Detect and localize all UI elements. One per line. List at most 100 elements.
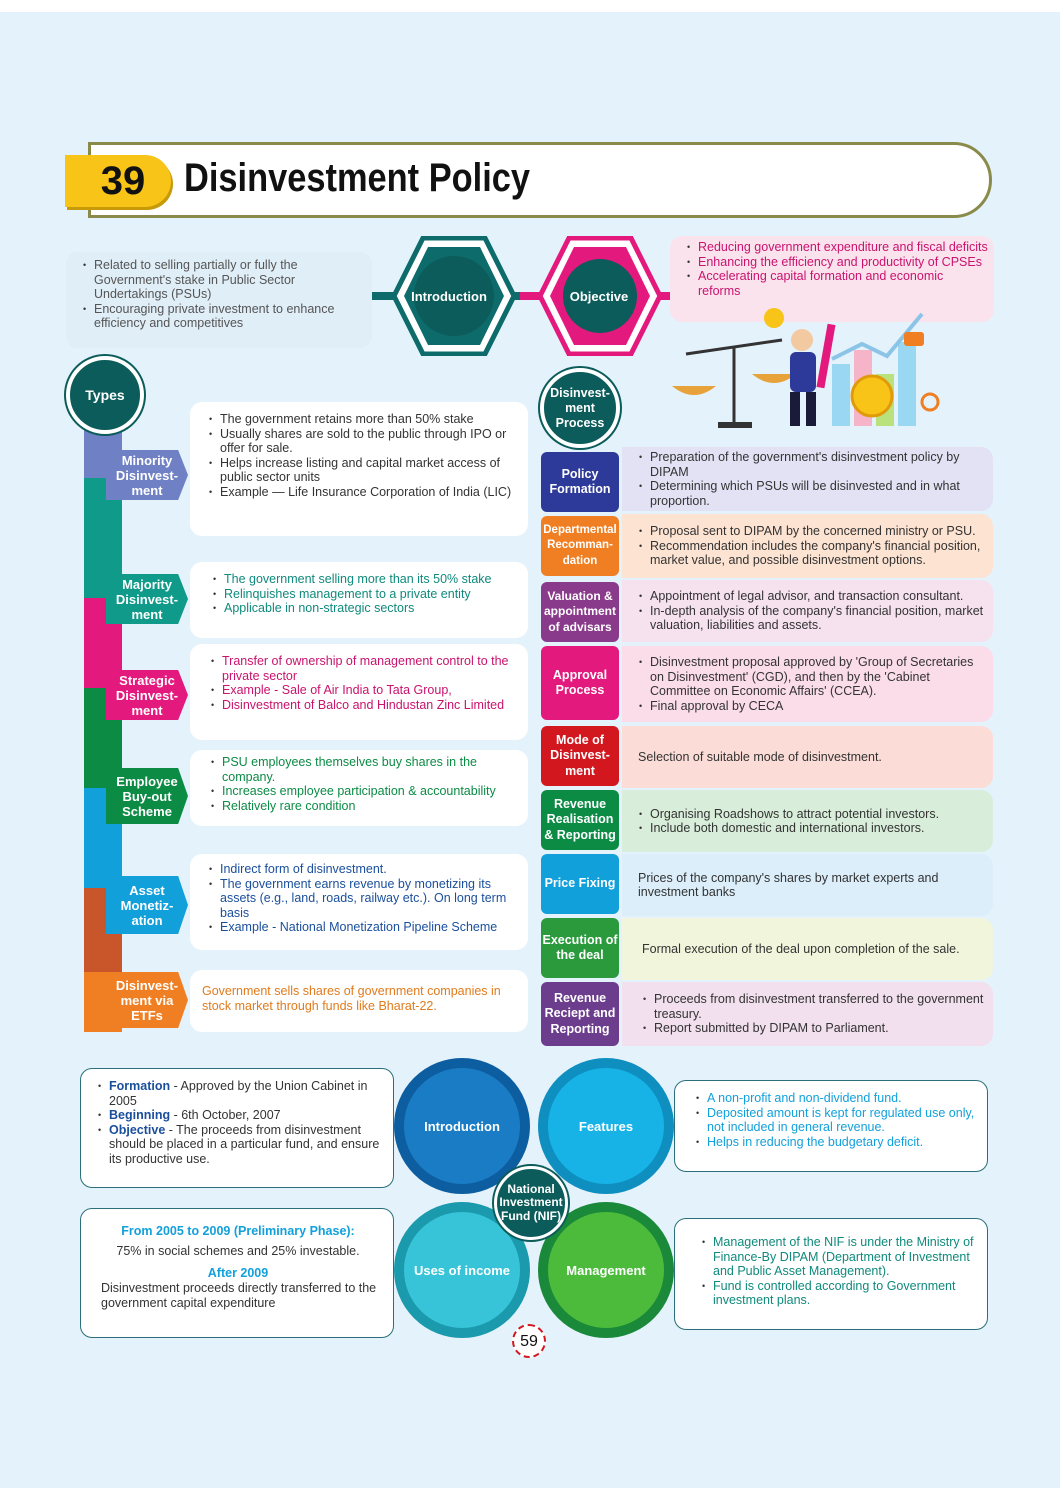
- process-step-revenue-receipt: Revenue Reciept and Reporting: [541, 982, 619, 1046]
- title-banner: [88, 142, 992, 218]
- nif-management-point: Fund is controlled according to Governme…: [702, 1279, 979, 1308]
- process-step-departmental: Departmental Recomman-dation: [541, 516, 619, 576]
- type-points-majority: The government selling more than its 50%…: [212, 572, 518, 616]
- type-label-employee-buyout: Employee Buy-out Scheme: [106, 768, 188, 824]
- process-heading: Disinvest-ment Process: [540, 368, 620, 448]
- objective-point: Accelerating capital formation and econo…: [687, 269, 988, 298]
- nif-features-circle: Features: [538, 1058, 674, 1194]
- type-card-strategic: Transfer of ownership of management cont…: [190, 644, 528, 740]
- type-label-etfs: Disinvest-ment via ETFs: [106, 972, 188, 1028]
- nif-uses-phase2-title: After 2009: [207, 1266, 269, 1280]
- type-point: Transfer of ownership of management cont…: [211, 654, 518, 683]
- nif-features-box: A non-profit and non-dividend fund. Depo…: [674, 1080, 988, 1172]
- type-point: Increases employee participation & accou…: [211, 784, 518, 799]
- process-point: Organising Roadshows to attract potentia…: [639, 807, 939, 822]
- type-label-strategic: Strategic Disinvest-ment: [106, 670, 188, 720]
- process-step-mode: Mode of Disinvest-ment: [541, 726, 619, 786]
- process-points: Organising Roadshows to attract potentia…: [638, 807, 939, 836]
- objective-point: Reducing government expenditure and fisc…: [687, 240, 988, 255]
- type-point: The government earns revenue by monetizi…: [209, 877, 518, 921]
- process-desc-revenue-realisation: Organising Roadshows to attract potentia…: [622, 790, 993, 852]
- type-card-majority: The government selling more than its 50%…: [190, 562, 528, 638]
- types-timeline-band: [84, 420, 122, 1032]
- chapter-number-badge: [65, 155, 171, 207]
- type-point: Applicable in non-strategic sectors: [213, 601, 518, 616]
- chapter-number: 39: [100, 159, 146, 203]
- type-point: Example - National Monetization Pipeline…: [209, 920, 518, 935]
- type-point: The government selling more than its 50%…: [213, 572, 518, 587]
- nif-features-list: A non-profit and non-dividend fund. Depo…: [695, 1091, 979, 1149]
- nif-feature-point: A non-profit and non-dividend fund.: [696, 1091, 979, 1106]
- page-number: 59: [512, 1324, 546, 1358]
- nif-uses-phase1-text: 75% in social schemes and 25% investable…: [116, 1244, 360, 1258]
- process-step-approval: Approval Process: [541, 646, 619, 720]
- type-points-strategic: Transfer of ownership of management cont…: [210, 654, 518, 712]
- type-label-minority: Minority Disinvest-ment: [106, 450, 188, 500]
- type-point: The government retains more than 50% sta…: [209, 412, 518, 427]
- process-desc-revenue-receipt: Proceeds from disinvestment transferred …: [622, 982, 993, 1046]
- nif-introduction-list: Formation - Approved by the Union Cabine…: [97, 1079, 387, 1166]
- introduction-card: Related to selling partially or fully th…: [66, 252, 372, 348]
- type-text-etfs: Government sells shares of government co…: [202, 984, 501, 1013]
- process-point: Recommendation includes the company's fi…: [639, 539, 985, 568]
- nif-uses-box: From 2005 to 2009 (Preliminary Phase): 7…: [80, 1208, 394, 1338]
- process-desc-departmental: Proposal sent to DIPAM by the concerned …: [622, 514, 993, 578]
- process-point: Preparation of the government's disinves…: [639, 450, 985, 479]
- type-label-majority: Majority Disinvest-ment: [106, 574, 188, 624]
- introduction-point: Related to selling partially or fully th…: [83, 258, 364, 302]
- nif-intro-point: Objective - The proceeds from disinvestm…: [98, 1122, 387, 1167]
- nif-management-list: Management of the NIF is under the Minis…: [701, 1235, 979, 1308]
- type-point: Disinvestment of Balco and Hindustan Zin…: [211, 698, 518, 713]
- type-card-asset-monetization: Indirect form of disinvestment. The gove…: [190, 854, 528, 950]
- page-title: Disinvestment Policy: [184, 156, 531, 200]
- nif-intro-value: - The proceeds from disinvestment should…: [109, 1122, 380, 1166]
- nif-management-point: Management of the NIF is under the Minis…: [702, 1235, 979, 1279]
- type-point: Example - Sale of Air India to Tata Grou…: [211, 683, 518, 698]
- process-desc-policy-formation: Preparation of the government's disinves…: [622, 447, 993, 511]
- process-desc-mode: Selection of suitable mode of disinvestm…: [622, 726, 993, 788]
- type-points-asset-monetization: Indirect form of disinvestment. The gove…: [208, 862, 518, 935]
- type-point: Indirect form of disinvestment.: [209, 862, 518, 877]
- process-points: Proposal sent to DIPAM by the concerned …: [638, 524, 985, 568]
- process-desc-execution: Formal execution of the deal upon comple…: [622, 918, 993, 980]
- type-point: Relinquishes management to a private ent…: [213, 587, 518, 602]
- nif-intro-key: Beginning: [109, 1108, 171, 1122]
- process-point: Appointment of legal advisor, and transa…: [639, 589, 985, 604]
- types-heading: Types: [66, 356, 144, 434]
- nif-intro-point: Formation - Approved by the Union Cabine…: [98, 1079, 387, 1108]
- process-point: Include both domestic and international …: [639, 821, 939, 836]
- process-point: Proposal sent to DIPAM by the concerned …: [639, 524, 985, 539]
- type-card-minority: The government retains more than 50% sta…: [190, 402, 528, 536]
- process-points: Proceeds from disinvestment transferred …: [642, 992, 985, 1036]
- process-point: In-depth analysis of the company's finan…: [639, 604, 985, 633]
- type-point: Example — Life Insurance Corporation of …: [209, 485, 518, 500]
- objective-point: Enhancing the efficiency and productivit…: [687, 255, 988, 270]
- process-point: Determining which PSUs will be disinvest…: [639, 479, 985, 508]
- process-points: Appointment of legal advisor, and transa…: [638, 589, 985, 633]
- type-card-etfs: Government sells shares of government co…: [190, 970, 528, 1032]
- process-step-revenue-realisation: Revenue Realisation & Reporting: [541, 790, 619, 850]
- process-point: Disinvestment proposal approved by 'Grou…: [639, 655, 985, 699]
- process-point: Report submitted by DIPAM to Parliament.: [643, 1021, 985, 1036]
- objective-list: Reducing government expenditure and fisc…: [686, 240, 988, 298]
- nif-intro-key: Objective: [109, 1122, 166, 1137]
- nif-management-box: Management of the NIF is under the Minis…: [674, 1218, 988, 1330]
- introduction-label: Introduction: [411, 288, 487, 304]
- nif-intro-point: Beginning - 6th October, 2007: [98, 1108, 387, 1123]
- process-step-price-fixing: Price Fixing: [541, 854, 619, 914]
- type-point: Usually shares are sold to the public th…: [209, 427, 518, 456]
- process-points: Disinvestment proposal approved by 'Grou…: [638, 655, 985, 713]
- type-label-asset-monetization: Asset Monetiz-ation: [106, 876, 188, 934]
- process-points: Preparation of the government's disinves…: [638, 450, 985, 508]
- nif-feature-point: Helps in reducing the budgetary deficit.: [696, 1135, 979, 1150]
- type-point: PSU employees themselves buy shares in t…: [211, 755, 518, 784]
- objective-card: Reducing government expenditure and fisc…: [670, 236, 994, 322]
- type-points-employee-buyout: PSU employees themselves buy shares in t…: [210, 755, 518, 813]
- process-desc-valuation: Appointment of legal advisor, and transa…: [622, 580, 993, 642]
- process-step-valuation: Valuation & appointment of advisars: [541, 582, 619, 642]
- nif-introduction-circle: Introduction: [394, 1058, 530, 1194]
- process-step-policy-formation: Policy Formation: [541, 452, 619, 512]
- objective-hexagon: [538, 236, 662, 356]
- nif-center-circle: National Investment Fund (NIF): [494, 1166, 568, 1240]
- objective-label: Objective: [569, 288, 629, 304]
